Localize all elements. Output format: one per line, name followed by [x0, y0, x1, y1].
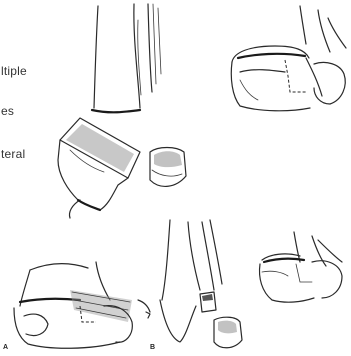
ankle-panel-b	[160, 220, 242, 348]
ankle-panel-a	[14, 262, 150, 348]
ankle-joint-top-right	[231, 6, 346, 111]
tibia-illustration-top	[92, 4, 161, 112]
talus-fragment-middle	[58, 118, 186, 218]
ankle-small-bottom-right	[260, 232, 343, 302]
